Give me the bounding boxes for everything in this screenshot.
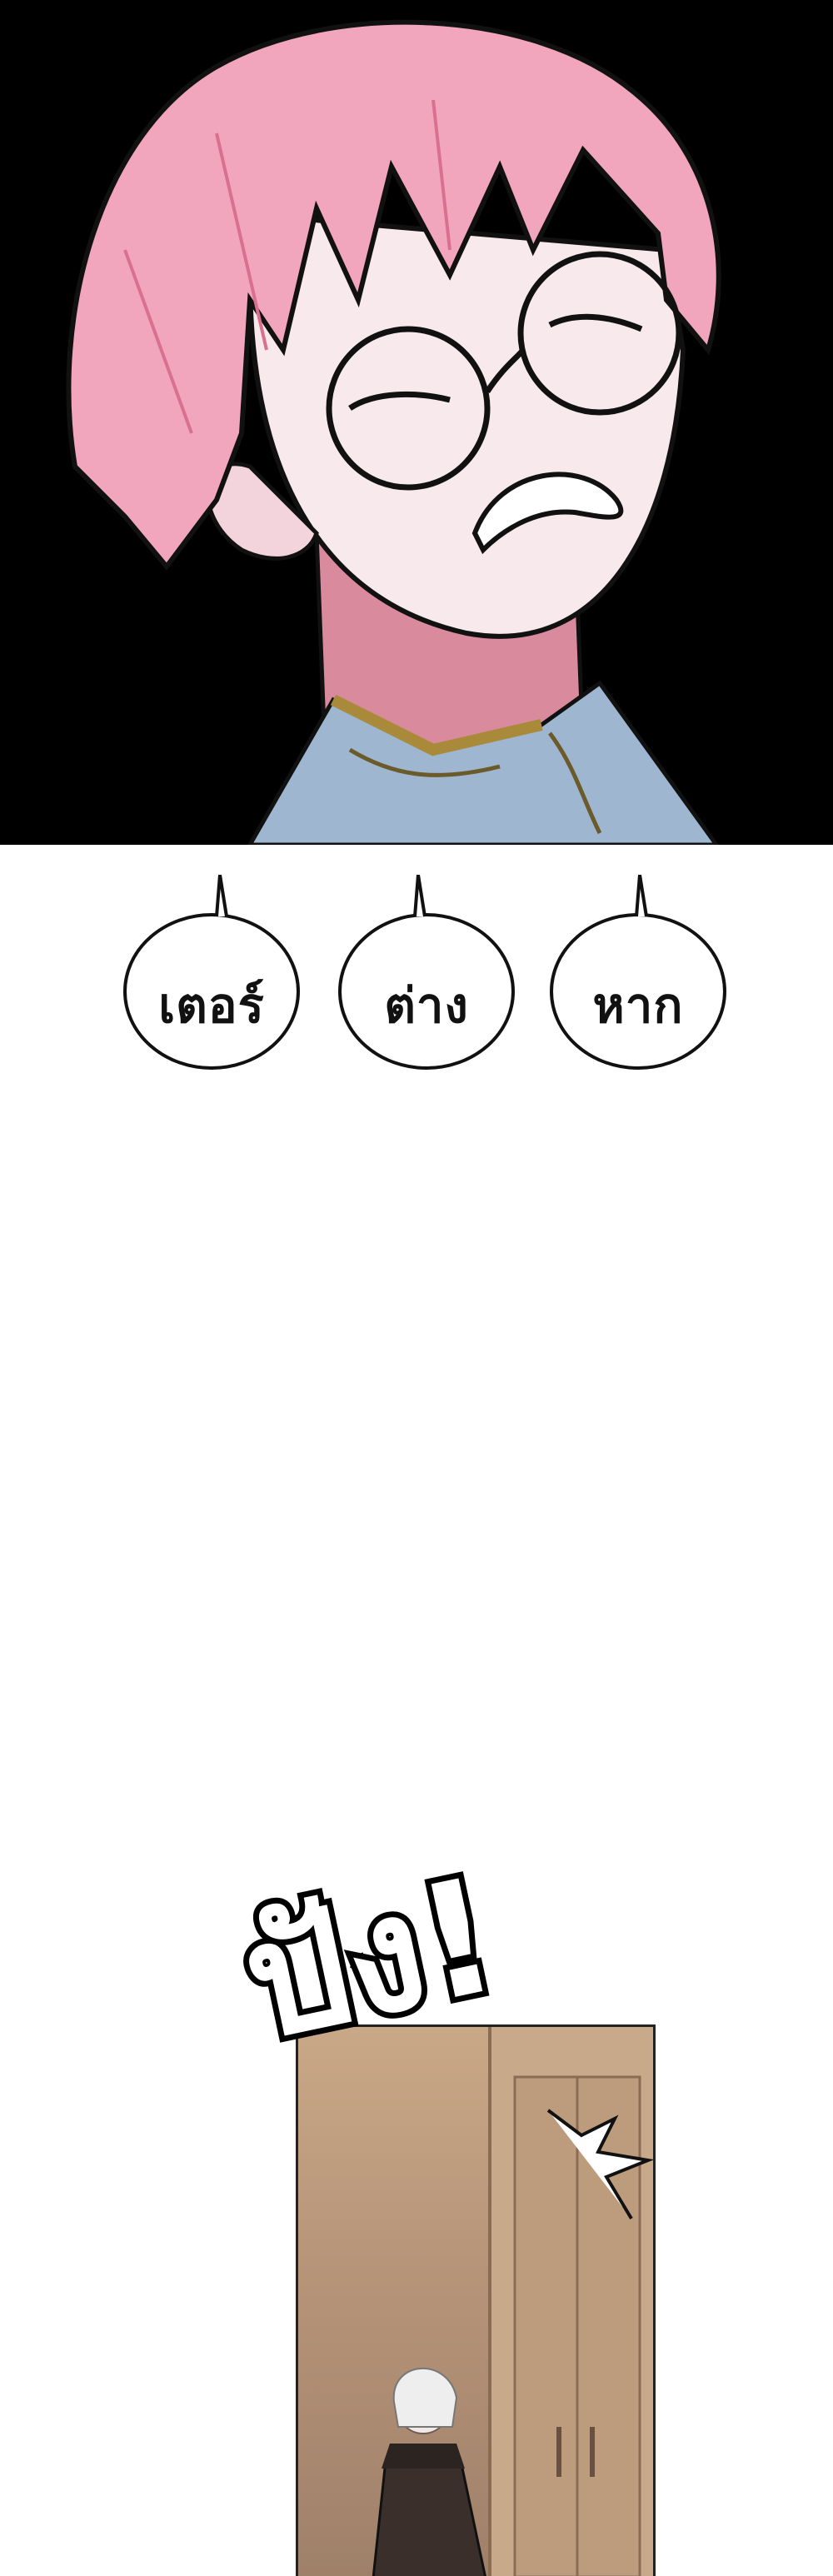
bubble-right-text: หาก xyxy=(592,977,684,1034)
sound-effect: ปัง! xyxy=(212,1833,529,2233)
character-glasses-illustration xyxy=(66,19,721,845)
speech-bubble-middle-shape xyxy=(338,875,515,1070)
speech-bubble-right: หาก xyxy=(550,875,726,1070)
bubble-left-text: เตอร์ xyxy=(158,977,265,1034)
room-door-illustration xyxy=(372,2027,653,2576)
speech-bubble-left-shape xyxy=(123,875,300,1070)
comic-panel-top xyxy=(0,0,833,845)
speech-bubble-left: เตอร์ xyxy=(123,875,300,1070)
speech-bubble-right-shape xyxy=(550,875,726,1070)
sound-effect-text: ปัง! xyxy=(223,1837,517,2081)
speech-bubble-middle: ต่าง xyxy=(338,875,515,1070)
bubble-middle-text: ต่าง xyxy=(384,977,469,1034)
comic-panel-bottom xyxy=(296,2024,656,2576)
